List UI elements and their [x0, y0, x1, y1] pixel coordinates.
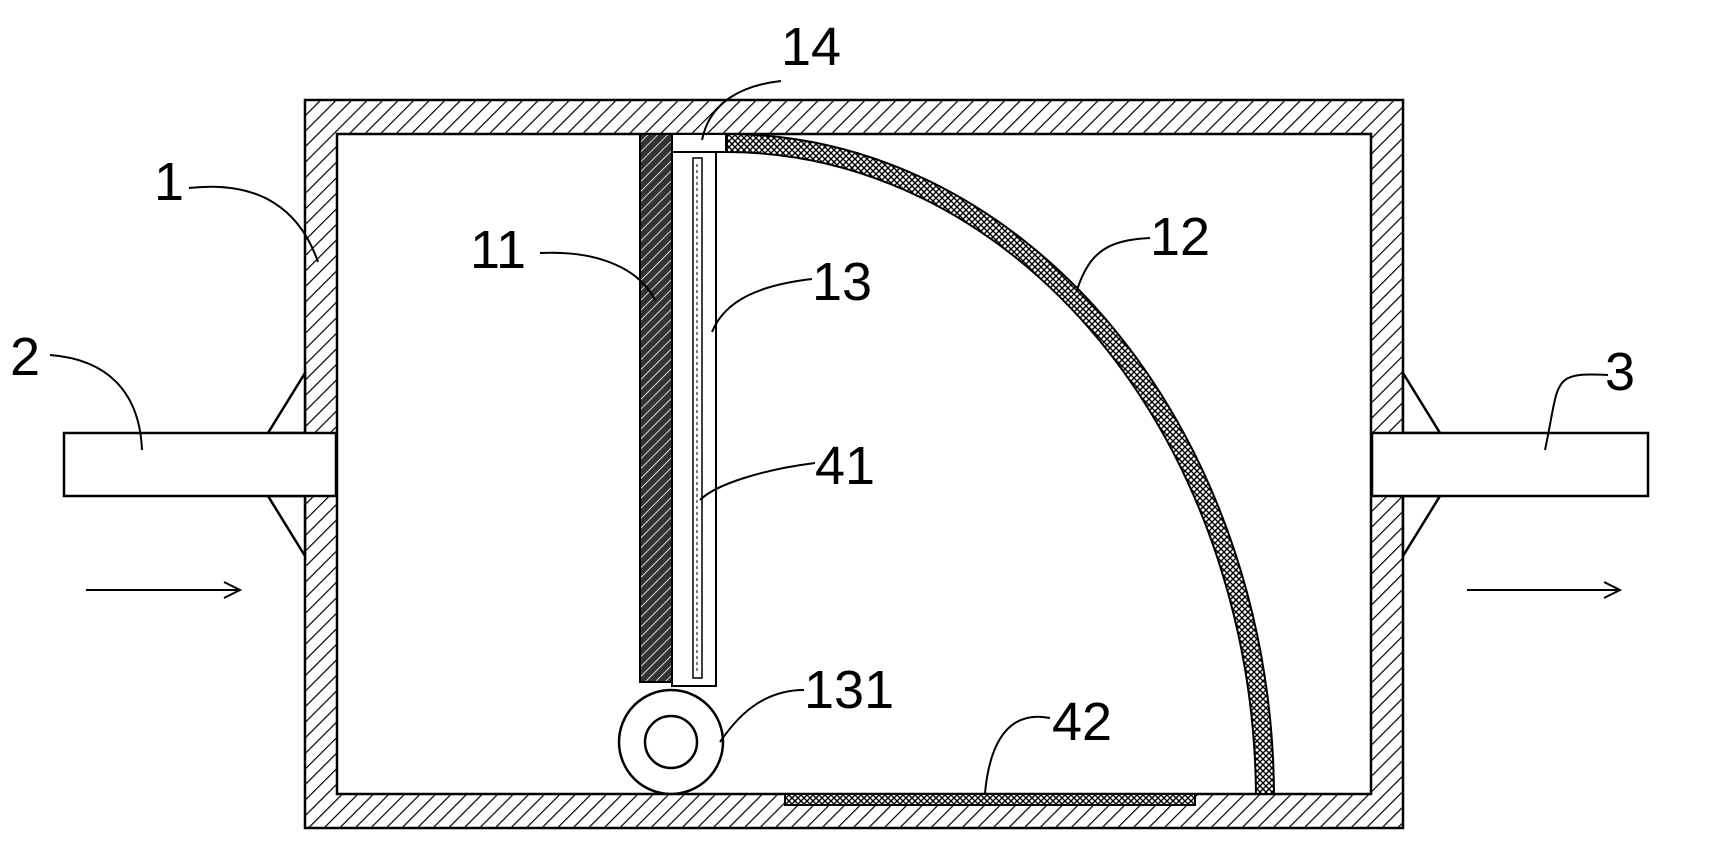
- label-41: 41: [815, 436, 875, 496]
- pivot-ring-inner: [643, 714, 699, 770]
- top-cap: [671, 133, 727, 153]
- label-12: 12: [1150, 207, 1210, 267]
- leader-1: [188, 185, 319, 263]
- filter-column: [639, 133, 673, 683]
- label-13: 13: [812, 252, 872, 312]
- inlet-pipe: [62, 431, 338, 498]
- leader-14: [701, 80, 782, 141]
- label-131: 131: [804, 660, 894, 720]
- leader-3: [1544, 373, 1609, 451]
- label-2: 2: [10, 327, 40, 387]
- label-11: 11: [470, 220, 526, 280]
- leader-41: [699, 462, 816, 501]
- leader-12: [1076, 237, 1151, 291]
- leader-13: [711, 278, 813, 333]
- leader-42: [984, 715, 1051, 794]
- label-1: 1: [154, 152, 184, 212]
- outlet-pipe: [1370, 431, 1650, 498]
- leader-11: [539, 251, 656, 301]
- label-42: 42: [1052, 692, 1112, 752]
- label-3: 3: [1605, 342, 1635, 402]
- housing-wall: [303, 98, 1405, 830]
- curved-mesh-screen: [726, 132, 1276, 795]
- label-14: 14: [781, 17, 841, 77]
- leader-2: [49, 354, 143, 451]
- bottom-mesh-plate: [784, 793, 1196, 806]
- leader-131: [719, 689, 805, 743]
